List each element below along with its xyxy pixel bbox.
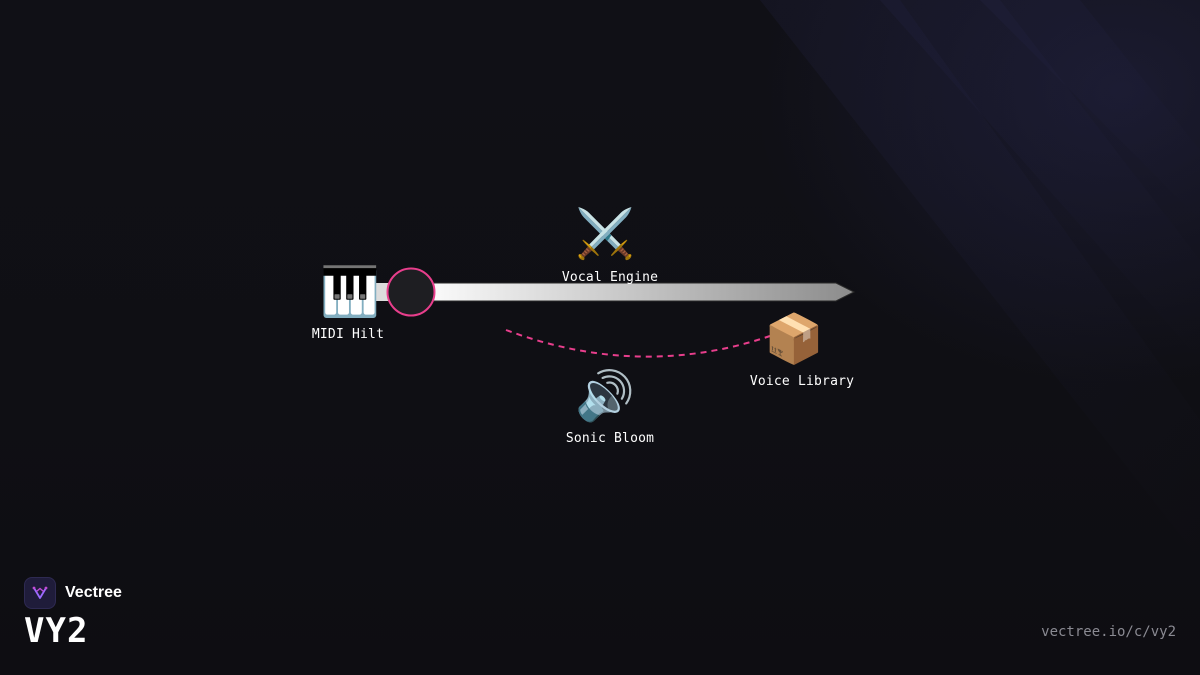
speaker-icon: 🔊	[575, 368, 635, 424]
brand-code: VY2	[24, 611, 89, 651]
brand-row: Vectree	[24, 577, 122, 609]
dashed-arc-connector	[505, 329, 771, 358]
node-label-vocal-engine: Vocal Engine	[561, 270, 659, 285]
brand-block: Vectree VY2	[24, 577, 122, 651]
brand-name: Vectree	[65, 584, 122, 601]
vectree-logo-icon	[24, 577, 56, 609]
crossed-swords-icon: ⚔️	[575, 206, 635, 262]
node-label-sonic-bloom: Sonic Bloom	[565, 431, 655, 446]
node-label-voice-library: Voice Library	[749, 374, 855, 389]
node-label-midi-hilt: MIDI Hilt	[311, 327, 385, 342]
hilt-guard-circle[interactable]	[386, 267, 436, 317]
package-box-icon: 📦	[764, 311, 824, 367]
sword-blade	[411, 282, 856, 302]
page-url[interactable]: vectree.io/c/vy2	[1041, 624, 1176, 640]
piano-keys-icon: 🎹	[320, 264, 380, 320]
